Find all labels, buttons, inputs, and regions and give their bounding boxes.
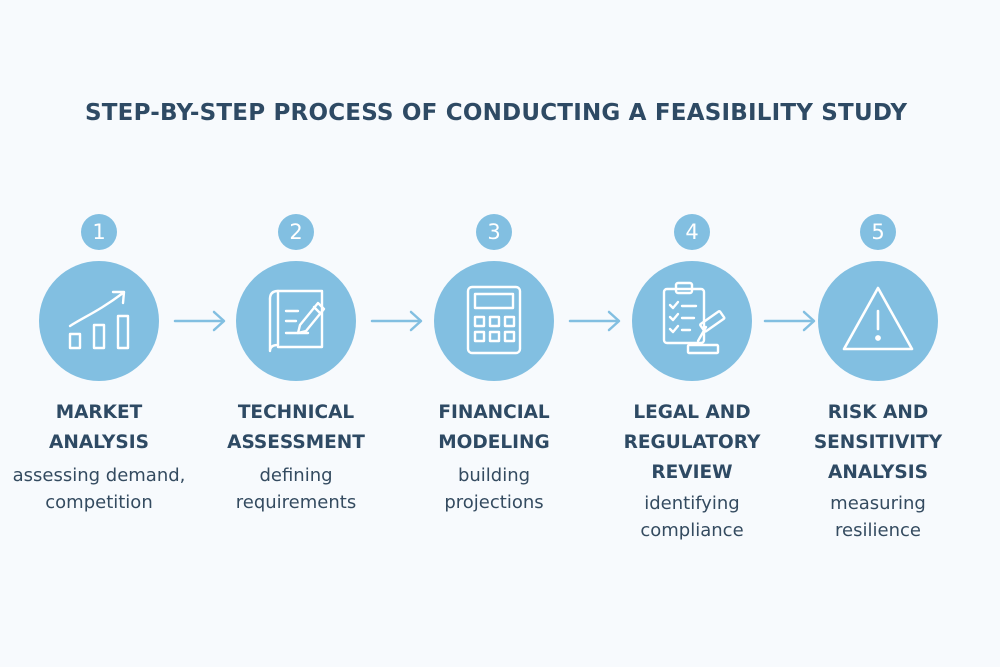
arrow-right-icon: [763, 310, 816, 332]
clipboard-gavel-icon: [662, 281, 726, 355]
step-number-badge: 1: [81, 214, 117, 250]
step-number-badge: 2: [278, 214, 314, 250]
step-label: MARKET ANALYSIS: [49, 402, 149, 453]
step-label: LEGAL AND REGULATORY REVIEW: [623, 402, 761, 483]
step-icon-circle: [818, 261, 938, 381]
step-label: RISK AND SENSITIVITY ANALYSIS: [813, 402, 943, 483]
step-description: defining requirements: [235, 465, 357, 513]
step-icon-circle: [434, 261, 554, 381]
step-description: assessing demand, competition: [12, 465, 186, 513]
warning-triangle-icon: [842, 286, 914, 351]
step-icon-circle: [236, 261, 356, 381]
arrow-right-icon: [370, 310, 423, 332]
arrow-right-icon: [173, 310, 226, 332]
step-label: TECHNICAL ASSESSMENT: [227, 402, 365, 453]
blueprint-pencil-icon: [268, 289, 326, 353]
step-icon-circle: [39, 261, 159, 381]
step-3: 3 FINANCIAL MODELING building projection…: [384, 0, 604, 667]
step-description: building projections: [444, 465, 544, 513]
step-5: 5 RISK AND SENSITIVITY ANALYSIS measurin…: [768, 0, 988, 667]
bar-chart-trend-icon: [68, 290, 130, 350]
step-icon-circle: [632, 261, 752, 381]
calculator-icon: [466, 285, 522, 355]
step-1: 1 MARKET ANALYSIS assessing demand, comp…: [0, 0, 209, 667]
step-description: identifying compliance: [640, 493, 744, 541]
diagram-title: STEP-BY-STEP PROCESS OF CONDUCTING A FEA…: [85, 100, 908, 126]
step-label: FINANCIAL MODELING: [438, 402, 550, 453]
step-2: 2 TECHNICAL ASSESSMENT defining requirem…: [186, 0, 406, 667]
step-description: measuring resilience: [830, 493, 926, 541]
step-number-badge: 5: [860, 214, 896, 250]
step-4: 4 LEGAL AND REGULATORY REVIEW identifyin…: [582, 0, 802, 667]
step-number-badge: 4: [674, 214, 710, 250]
arrow-right-icon: [568, 310, 621, 332]
step-number-badge: 3: [476, 214, 512, 250]
